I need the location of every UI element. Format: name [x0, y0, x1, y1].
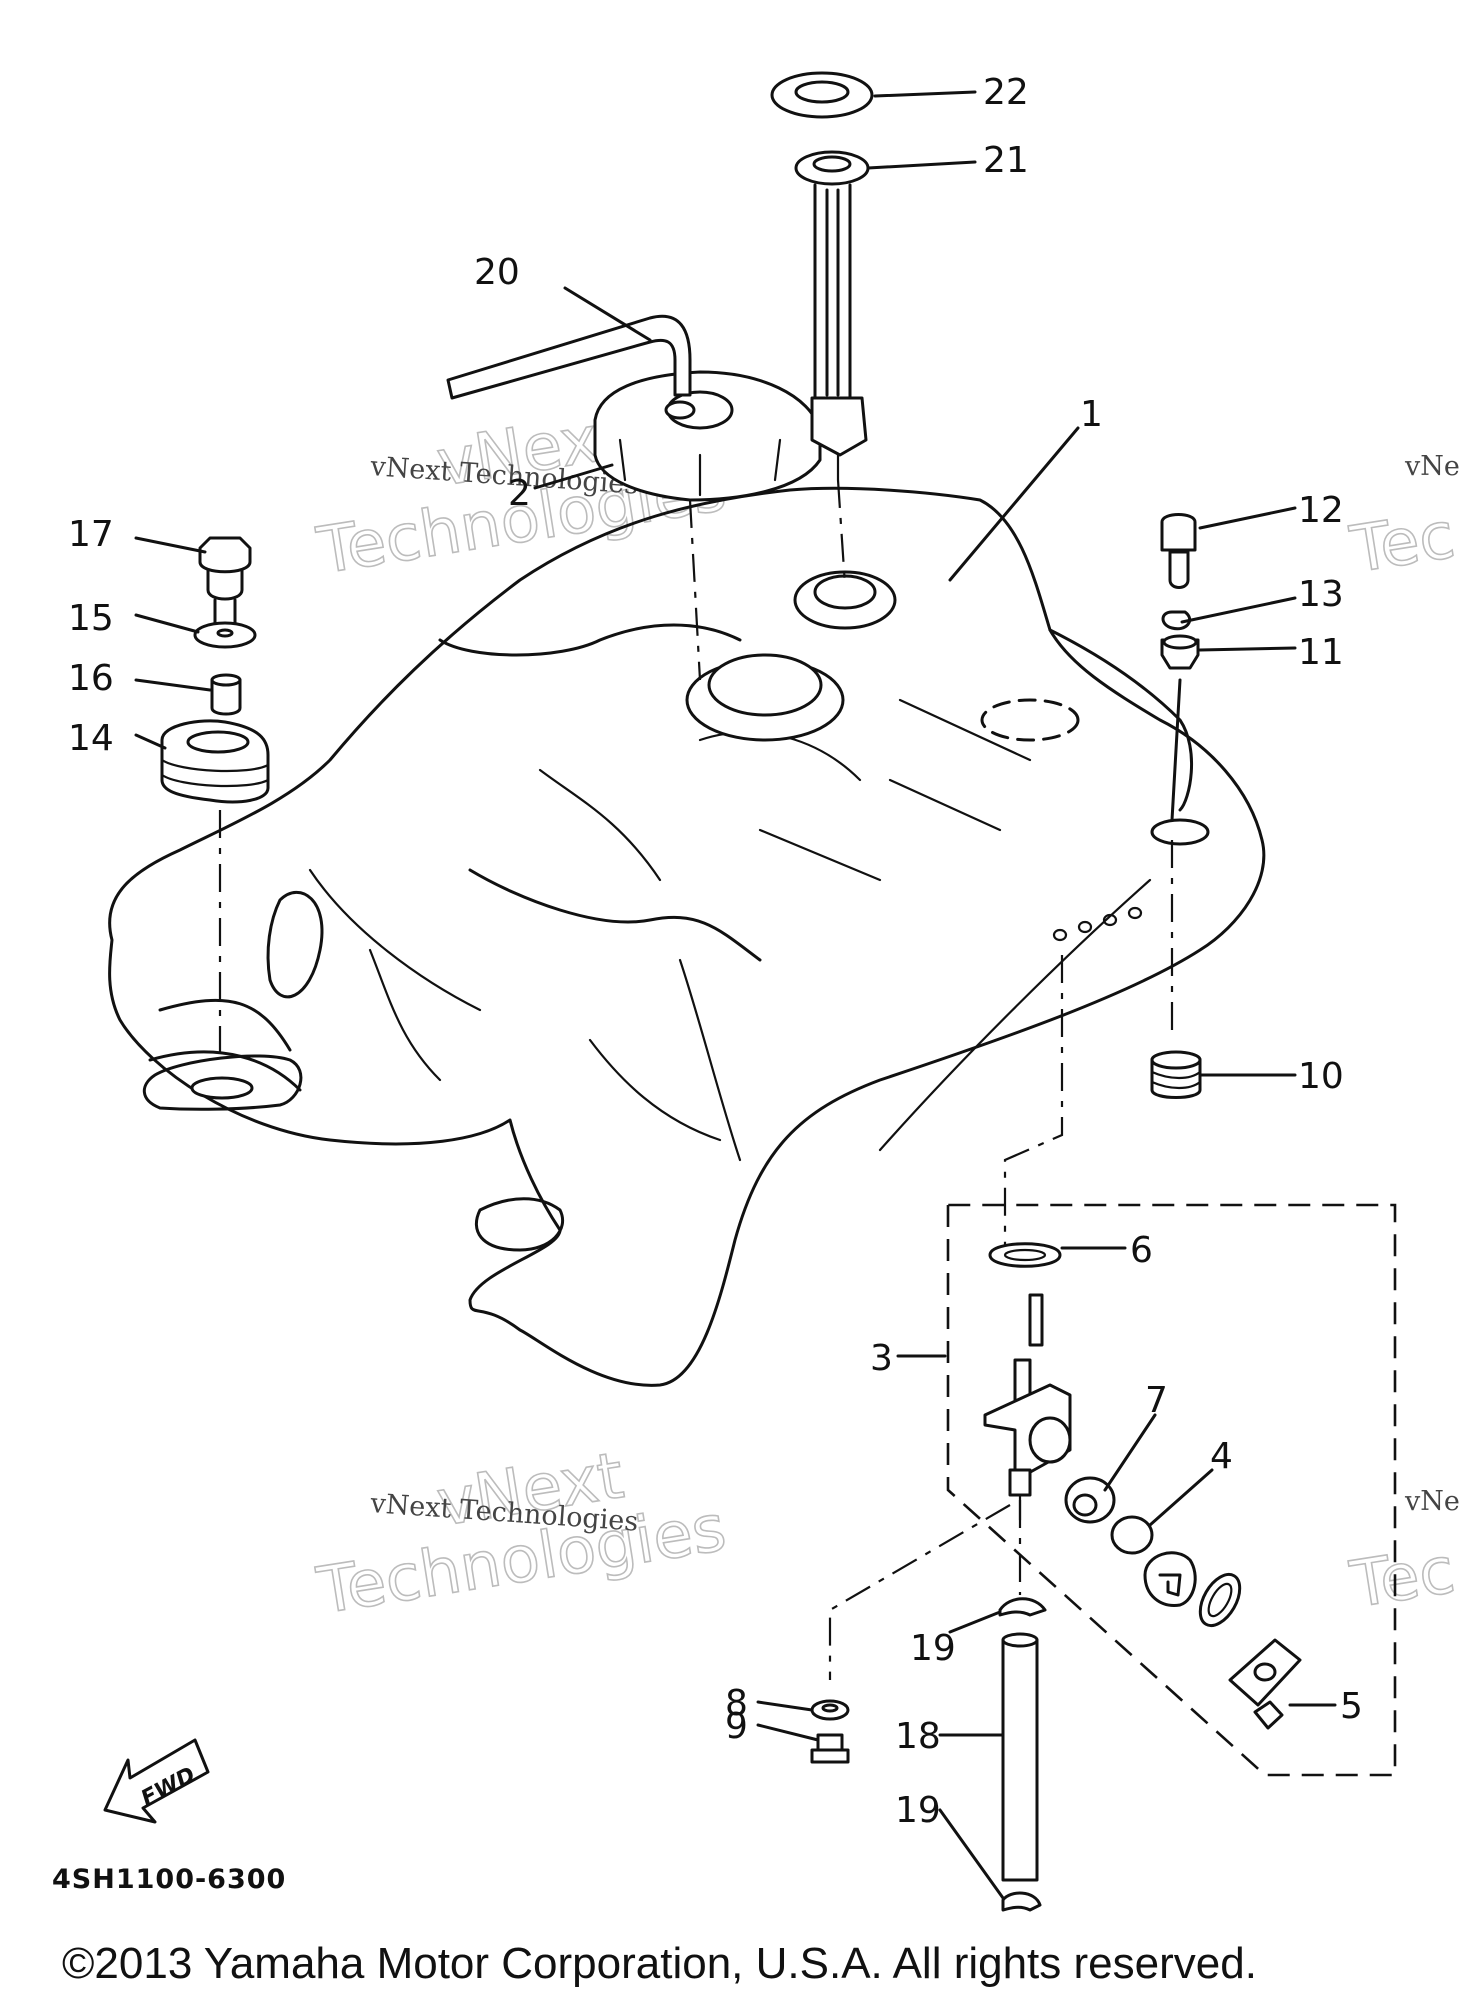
copyright-notice: ©2013 Yamaha Motor Corporation, U.S.A. A… [62, 1939, 1257, 1988]
drain-parts [810, 1504, 1011, 1764]
watermark-edge-outline: Tec [1345, 1534, 1459, 1623]
callout-6: 6 [1130, 1230, 1153, 1271]
fuel-tank [108, 486, 1266, 1387]
callout-2: 2 [508, 473, 531, 514]
callout-1: 1 [1080, 394, 1103, 435]
callout-7: 7 [1145, 1380, 1168, 1421]
watermark-center-bottom: vNext Technologies vNext Technologies [311, 1438, 731, 1630]
callout-19-bottom: 19 [895, 1790, 941, 1831]
watermark-edge-text: vNe [1404, 451, 1460, 482]
callout-3: 3 [870, 1338, 893, 1379]
callout-14: 14 [68, 718, 114, 759]
sender-guide-line [836, 479, 847, 586]
callout-12: 12 [1298, 490, 1344, 531]
watermark-right-edge: vNe Tec vNe Tec [1345, 451, 1461, 1624]
cover [770, 71, 874, 119]
watermark-edge-text: vNe [1404, 1486, 1460, 1517]
callout-20: 20 [474, 252, 520, 293]
fuel-sender [794, 150, 870, 482]
callout-8: 8 [725, 1683, 748, 1724]
callout-13: 13 [1298, 574, 1344, 615]
callout-labels: 22 21 20 1 2 12 13 11 17 15 16 14 10 6 3… [68, 72, 1363, 1831]
callout-4: 4 [1210, 1436, 1233, 1477]
callout-15: 15 [68, 598, 114, 639]
callout-5: 5 [1340, 1686, 1363, 1727]
forward-direction-arrow: FWD [103, 1738, 210, 1824]
callout-22: 22 [983, 72, 1029, 113]
watermark-edge-outline: Tec [1345, 499, 1459, 588]
fuel-cock-assembly [946, 955, 1397, 1777]
callout-10: 10 [1298, 1056, 1344, 1097]
tank-mount-hole [190, 1076, 254, 1100]
leader-lines [134, 90, 1337, 1900]
part-code-label: 4SH1100-6300 [52, 1864, 286, 1895]
right-mount-stack [1150, 513, 1202, 1099]
screw-5 [1253, 1700, 1284, 1730]
callout-16: 16 [68, 658, 114, 699]
fuel-cap [593, 370, 822, 502]
gasket-6 [988, 1242, 1062, 1268]
callout-17: 17 [68, 514, 114, 555]
fuel-pipe [998, 1500, 1047, 1912]
callout-19-top: 19 [910, 1628, 956, 1669]
callout-18: 18 [895, 1716, 941, 1757]
breather-hose [446, 314, 692, 400]
left-mount-stack [160, 536, 270, 1060]
callout-9: 9 [725, 1706, 748, 1747]
cap-guide-line [688, 499, 702, 681]
drain-bolt-9 [816, 1733, 844, 1752]
callout-21: 21 [983, 140, 1029, 181]
o-ring-4 [1110, 1515, 1154, 1555]
callout-11: 11 [1298, 632, 1344, 673]
